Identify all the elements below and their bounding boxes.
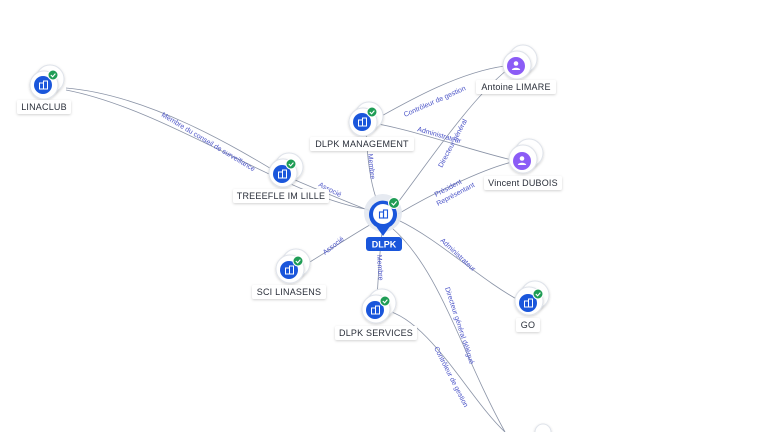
building-icon <box>378 209 389 219</box>
node-label-dlpk-services: DLPK SERVICES <box>339 328 413 338</box>
building-icon <box>524 298 533 308</box>
person-icon <box>517 156 527 165</box>
node-sci-linasens[interactable]: SCI LINASENS <box>252 248 326 299</box>
verified-check-icon <box>292 255 304 267</box>
verified-check-icon <box>379 295 391 307</box>
person-icon <box>511 61 521 70</box>
edge-label-main-go: Administrateur <box>439 237 477 273</box>
edge-label-linaclub-treeefle: Membre du conseil de surveillance <box>160 112 256 174</box>
node-partial-bottom[interactable] <box>534 423 552 432</box>
edge-vincent-main <box>397 161 513 215</box>
node-antoine-limare[interactable]: Antoine LIMARE <box>476 44 556 94</box>
building-icon <box>39 80 48 90</box>
edge-antoine-management <box>377 65 506 119</box>
building-icon <box>285 265 294 275</box>
verified-check-icon <box>366 106 378 118</box>
person-node-badge <box>513 152 531 170</box>
edge-management-main <box>365 129 377 199</box>
edge-label-services-main: Membre <box>375 255 384 281</box>
node-label-antoine-limare: Antoine LIMARE <box>481 82 550 92</box>
node-dlpk-main[interactable]: DLPK <box>364 194 402 251</box>
edge-label-main-bottom: Directeur général délégué <box>443 286 475 365</box>
edge-vincent-management <box>377 123 513 161</box>
verified-check-icon <box>47 69 59 81</box>
node-label-treeefle: TREEEFLE IM LILLE <box>237 191 325 201</box>
edge-linaclub-main <box>65 89 373 211</box>
edge-label-services-bottom: Contrôleur de gestion <box>432 346 469 409</box>
edge-main-go <box>397 219 523 303</box>
building-icon <box>278 169 287 179</box>
verified-check-icon <box>285 158 297 170</box>
node-go[interactable]: GO <box>514 280 550 332</box>
node-label-linaclub: LINACLUB <box>21 102 67 112</box>
edge-services-bottom <box>384 309 506 432</box>
building-icon <box>358 117 367 127</box>
person-node-badge <box>507 57 525 75</box>
edge-label-vincent-management: Administrateur <box>416 126 462 145</box>
node-label-go: GO <box>521 320 535 330</box>
node-dlpk-management[interactable]: DLPK MANAGEMENT <box>310 101 414 151</box>
node-label-vincent-dubois: Vincent DUBOIS <box>488 178 558 188</box>
node-label-dlpk-main: DLPK <box>372 240 397 250</box>
edge-label-antoine-management: Contrôleur de gestion <box>403 85 467 119</box>
verified-check-icon <box>532 288 544 300</box>
edge-linaclub-treeefle <box>65 87 284 177</box>
edge-label-management-main: Membre <box>366 153 376 179</box>
building-icon <box>371 305 380 315</box>
node-treeefle[interactable]: TREEEFLE IM LILLE <box>233 152 329 203</box>
verified-check-icon <box>388 197 400 209</box>
node-dlpk-services[interactable]: DLPK SERVICES <box>335 288 417 340</box>
node-label-sci-linasens: SCI LINASENS <box>257 287 321 297</box>
edge-label-linasens-main: Associé <box>322 236 346 257</box>
edge-main-bottom <box>391 227 506 432</box>
node-linaclub[interactable]: LINACLUB <box>17 64 71 114</box>
node-vincent-dubois[interactable]: Vincent DUBOIS <box>484 138 562 190</box>
node-label-dlpk-management: DLPK MANAGEMENT <box>315 139 409 149</box>
